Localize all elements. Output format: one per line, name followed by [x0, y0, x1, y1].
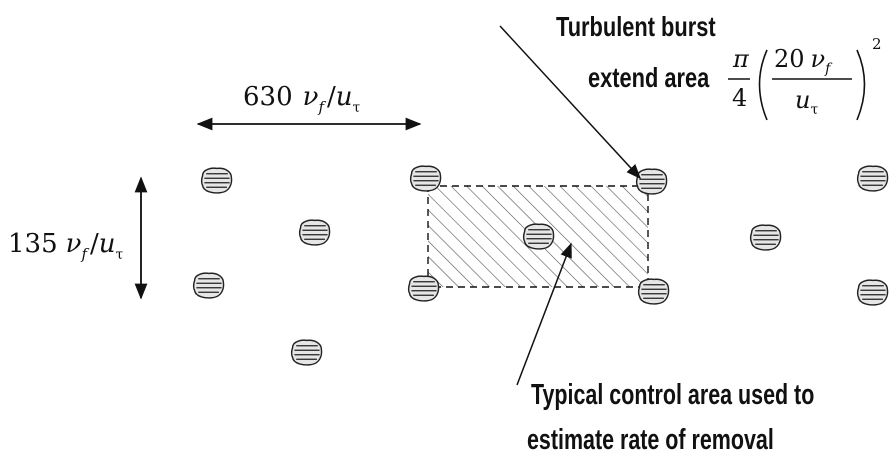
- burst-leader-line: [499, 25, 642, 180]
- burst-blob-icon: [635, 168, 668, 195]
- burst-blob-icon: [637, 278, 670, 305]
- formula-four: 4: [732, 84, 747, 112]
- formula-exponent: 2: [872, 35, 882, 53]
- burst-blob-icon: [409, 165, 442, 192]
- burst-blob-icon: [749, 224, 782, 251]
- control-label-line1: Typical control area used to: [531, 379, 814, 411]
- burst-label-line2: extend area: [588, 62, 710, 93]
- formula-denominator: uτ: [795, 86, 818, 118]
- burst-blob-icon: [856, 165, 889, 192]
- burst-label-line1: Turbulent burst: [556, 11, 716, 42]
- burst-blob-icon: [856, 279, 889, 306]
- burst-blob-icon: [522, 223, 555, 250]
- burst-blob-icon: [192, 272, 225, 299]
- burst-blob-icon: [290, 339, 323, 366]
- control-label-line2: estimate rate of removal: [527, 424, 774, 456]
- formula-pi: π: [732, 45, 750, 73]
- control-leader-line: [516, 242, 572, 386]
- burst-blob-icon: [200, 167, 233, 194]
- burst-blob-icon: [407, 275, 440, 302]
- burst-blob-icon: [298, 219, 331, 246]
